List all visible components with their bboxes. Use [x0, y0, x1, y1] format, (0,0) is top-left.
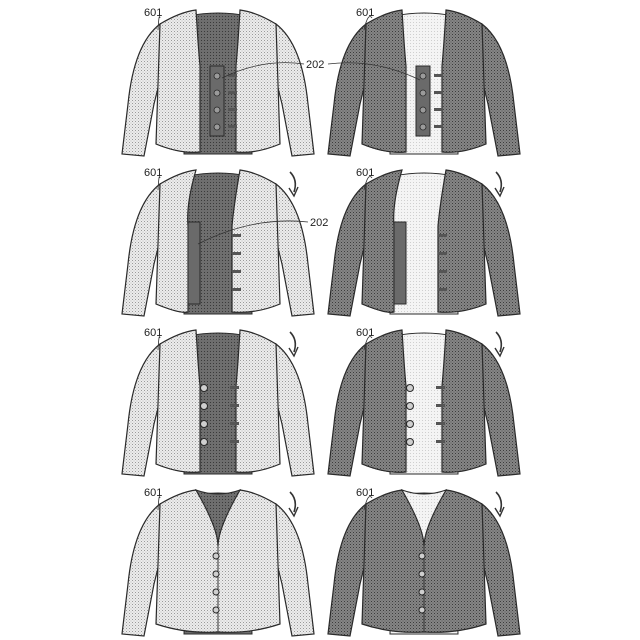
jacket-r4-c1: [122, 490, 314, 636]
buttonhole: [230, 422, 239, 425]
right-front-panel: [442, 330, 486, 472]
buttonhole: [434, 108, 443, 111]
curved-arrow: [289, 172, 298, 196]
buttonhole: [436, 386, 445, 389]
buttonhole: [436, 404, 445, 407]
strip-button: [420, 124, 426, 130]
button: [419, 589, 425, 595]
buttonhole: [436, 440, 445, 443]
jacket-r2-c2: [328, 170, 520, 316]
buttonhole: [232, 288, 241, 291]
button: [419, 607, 425, 613]
buttonhole: [230, 386, 239, 389]
jacket-r3-c1: [122, 330, 314, 476]
arrow-shaft: [496, 172, 501, 192]
button: [407, 439, 414, 446]
strip-button: [214, 90, 220, 96]
button: [419, 553, 425, 559]
buttonhole: [230, 440, 239, 443]
button: [213, 607, 219, 613]
ref-202: 202: [310, 217, 328, 229]
button: [407, 385, 414, 392]
left-front-panel: [362, 330, 406, 472]
strip-button: [214, 124, 220, 130]
buttonhole: [438, 234, 447, 237]
button: [419, 571, 425, 577]
arrow-shaft: [496, 332, 501, 352]
strip-button: [214, 73, 220, 79]
buttonhole: [228, 91, 237, 94]
jacket-panels: 601601202601601202601601601601: [122, 7, 520, 636]
button: [407, 421, 414, 428]
buttonhole: [438, 252, 447, 255]
arrow-shaft: [290, 492, 295, 512]
strip-button: [420, 107, 426, 113]
left-front-panel: [362, 10, 406, 152]
right-front-panel: [236, 330, 280, 472]
button: [213, 589, 219, 595]
strip-button: [420, 73, 426, 79]
buttonhole: [228, 125, 237, 128]
jacket-r2-c1: [122, 170, 314, 316]
arrow-shaft: [290, 172, 295, 192]
curved-arrow: [495, 332, 504, 356]
curved-arrow: [289, 332, 298, 356]
arrow-shaft: [290, 332, 295, 352]
right-front-panel: [442, 10, 486, 152]
strip-button: [420, 90, 426, 96]
jacket-r4-c2: [328, 490, 520, 636]
curved-arrow: [289, 492, 298, 516]
strip-202: [188, 222, 200, 304]
jacket-r3-c2: [328, 330, 520, 476]
left-front-panel: [156, 10, 200, 152]
button: [201, 439, 208, 446]
ref-202: 202: [306, 59, 324, 71]
buttonhole: [436, 422, 445, 425]
button: [407, 403, 414, 410]
arrow-shaft: [496, 492, 501, 512]
button: [213, 571, 219, 577]
buttonhole: [434, 91, 443, 94]
strip-202: [394, 222, 406, 304]
jacket-r1-c2: [328, 10, 520, 156]
left-front-panel: [156, 330, 200, 472]
buttonhole: [434, 74, 443, 77]
button: [201, 403, 208, 410]
buttonhole: [232, 234, 241, 237]
strip-button: [214, 107, 220, 113]
buttonhole: [438, 288, 447, 291]
button: [201, 385, 208, 392]
buttonhole: [230, 404, 239, 407]
buttonhole: [228, 108, 237, 111]
button: [201, 421, 208, 428]
buttonhole: [434, 125, 443, 128]
buttonhole: [232, 252, 241, 255]
jacket-r1-c1: [122, 10, 314, 156]
curved-arrow: [495, 492, 504, 516]
buttonhole: [438, 270, 447, 273]
right-front-panel: [236, 10, 280, 152]
buttonhole: [232, 270, 241, 273]
button: [213, 553, 219, 559]
curved-arrow: [495, 172, 504, 196]
